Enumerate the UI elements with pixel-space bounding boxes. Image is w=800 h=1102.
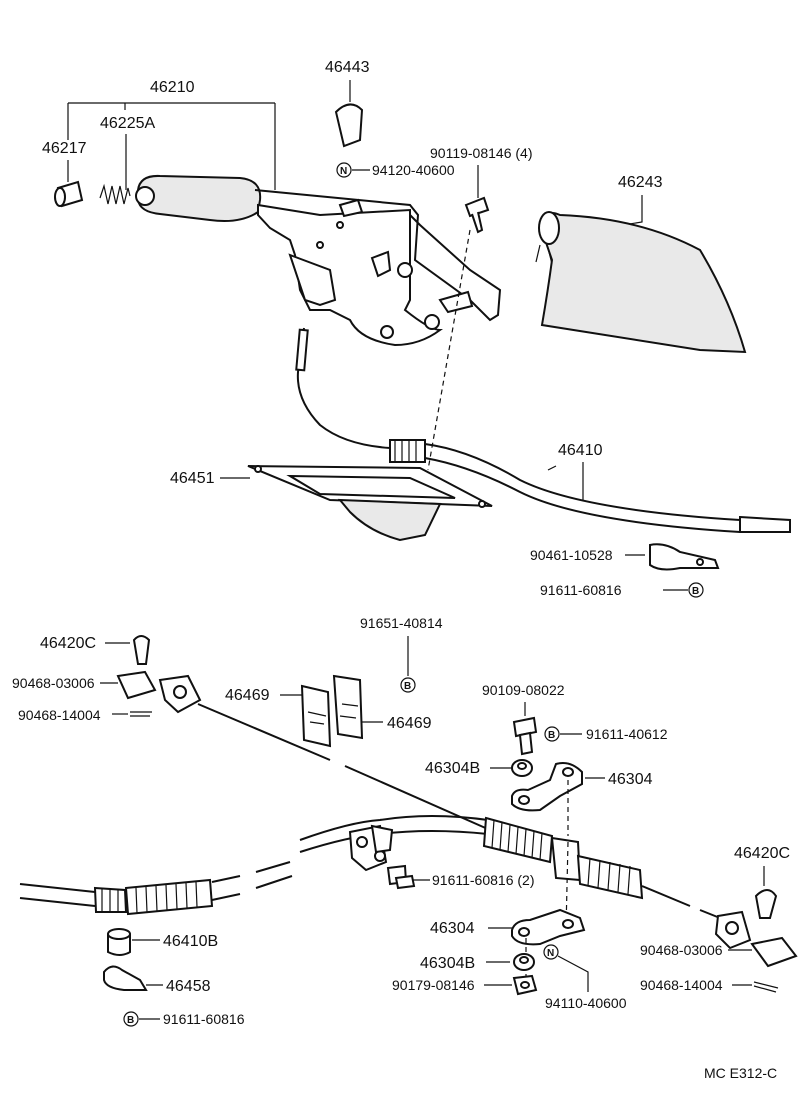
label-46410b: 46410B (163, 933, 218, 950)
bolt-alignment-line (427, 229, 471, 471)
nut-callout-94110-40600: N 94110-40600 (543, 944, 627, 1011)
rear-cable-right-end (714, 910, 752, 950)
label-46304b-top: 46304B (425, 760, 480, 777)
bushing-46304b-bottom: 46304B (420, 953, 535, 972)
label-46469-left: 46469 (225, 687, 270, 704)
cable-guide-plate-46451: 46451 (170, 465, 493, 542)
label-46304b-bottom: 46304B (420, 955, 475, 972)
bracket-46469-right: 46469 (332, 674, 432, 740)
bolt-90109-08022: 90109-08022 (482, 682, 565, 756)
b-symbol: B (404, 681, 411, 692)
callout-46210: 46210 (67, 79, 276, 190)
bolt-callout-91611-60816-upper: 91611-60816 B (540, 582, 704, 598)
rear-cable-conduit-right (482, 816, 721, 919)
grommet-46410b: 46410B (107, 928, 218, 956)
clevis-pin-46420c-left: 46420C (40, 635, 151, 665)
lever-boot-46243: 46243 (535, 174, 747, 354)
diagram-code: MC E312-C (704, 1065, 777, 1081)
label-91611-60816-lower: 91611-60816 (163, 1011, 245, 1027)
rear-cable-left (19, 861, 293, 916)
bushing-46304b-top: 46304B (425, 759, 533, 777)
label-46443: 46443 (325, 59, 370, 76)
label-46469-right: 46469 (387, 715, 432, 732)
label-91611-40612: 91611-40612 (586, 726, 668, 742)
label-90468-14004-left: 90468-14004 (18, 707, 101, 723)
bracket-46469-left: 46469 (225, 684, 332, 748)
clamp-90461-10528: 90461-10528 (530, 543, 720, 571)
bolt-91611-60816-2: 91611-60816 (2) (386, 864, 534, 890)
label-94120-40600: 94120-40600 (372, 162, 455, 178)
bolt-callout-91611-40612: B 91611-40612 (544, 726, 668, 742)
label-46243: 46243 (618, 174, 663, 191)
label-90119-08146: 90119-08146 (4) (430, 145, 532, 161)
label-90461-10528: 90461-10528 (530, 547, 613, 563)
label-46304-top: 46304 (608, 771, 653, 788)
label-46304-bottom: 46304 (430, 920, 475, 937)
cotter-90468-14004-left: 90468-14004 (18, 707, 152, 723)
lever-cap-46217 (54, 180, 84, 208)
label-90468-03006-right: 90468-03006 (640, 942, 723, 958)
clip-90468-03006-left: 90468-03006 (12, 670, 157, 700)
rear-cable-left-end (158, 674, 491, 831)
bracket-46304-bottom: 46304 (430, 908, 586, 946)
rear-cable-equalizer (299, 815, 489, 872)
label-46410: 46410 (558, 442, 603, 459)
bracket-46304-top: 46304 (511, 762, 653, 812)
bolt-callout-91651-40814: 91651-40814 B (360, 615, 443, 693)
label-46420c-left: 46420C (40, 635, 96, 652)
b-symbol: B (692, 586, 699, 597)
label-91611-60816-2: 91611-60816 (2) (432, 872, 534, 888)
bolt-90119-08146: 90119-08146 (4) (430, 145, 532, 234)
label-90468-03006-left: 90468-03006 (12, 675, 95, 691)
label-90109-08022: 90109-08022 (482, 682, 565, 698)
b-symbol: B (548, 730, 555, 741)
n-symbol: N (340, 166, 347, 177)
label-46451: 46451 (170, 470, 215, 487)
parking-brake-lever-46210 (135, 174, 502, 347)
bolt-callout-91611-60816-lower: B 91611-60816 (123, 1011, 245, 1027)
label-94110-40600: 94110-40600 (545, 995, 627, 1011)
label-46217: 46217 (42, 140, 87, 157)
clevis-pin-46420c-right: 46420C (734, 845, 790, 919)
cotter-90468-14004-right: 90468-14004 (640, 977, 779, 993)
label-46225a: 46225A (100, 115, 155, 132)
lever-pull-rod (296, 327, 391, 449)
label-91651-40814: 91651-40814 (360, 615, 443, 631)
label-90468-14004-right: 90468-14004 (640, 977, 723, 993)
label-46458: 46458 (166, 978, 211, 995)
release-knob-46443: 46443 (325, 59, 370, 148)
nut-90179-08146: 90179-08146 (392, 974, 538, 996)
clip-46458: 46458 (103, 965, 211, 995)
nut-callout-94120-40600: N 94120-40600 (336, 162, 455, 178)
front-cable-46410: 46410 (389, 439, 791, 533)
label-90179-08146: 90179-08146 (392, 977, 475, 993)
label-46420c-right: 46420C (734, 845, 790, 862)
label-91611-60816-upper: 91611-60816 (540, 582, 622, 598)
label-46210: 46210 (150, 79, 195, 96)
spring-46225a (99, 183, 131, 205)
clip-90468-03006-right: 90468-03006 (640, 936, 798, 968)
b-symbol: B (127, 1015, 134, 1026)
n-symbol: N (547, 948, 554, 959)
